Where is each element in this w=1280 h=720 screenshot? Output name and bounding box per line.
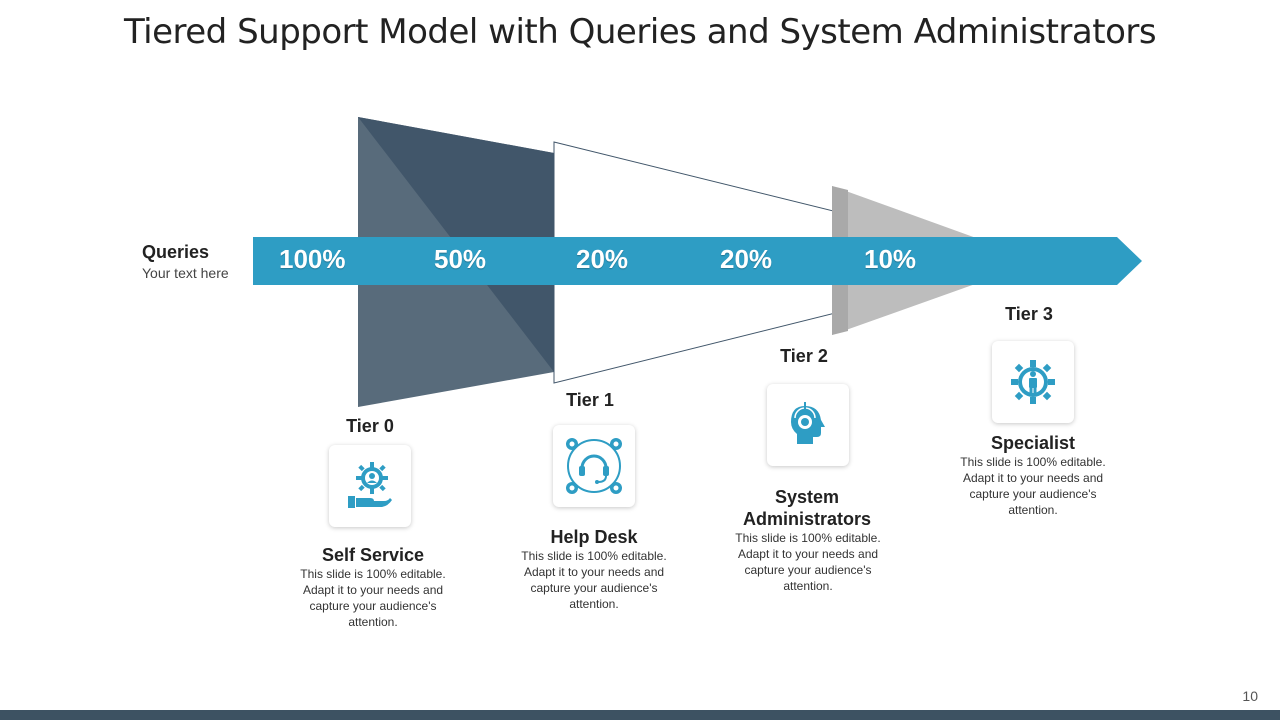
- queries-label: Queries: [142, 242, 210, 262]
- tier3-title: Specialist: [990, 433, 1076, 453]
- tier1-title: Help Desk: [550, 527, 638, 547]
- percentage-100: 100%: [279, 244, 346, 274]
- self-service-icon: [348, 462, 392, 508]
- tier2-label: Tier 2: [780, 346, 828, 366]
- help-desk-icon: [566, 438, 622, 494]
- tier1-description: This slide is 100% editable. Adapt it to…: [521, 549, 667, 611]
- tier1-label: Tier 1: [566, 390, 614, 410]
- tier2-description: This slide is 100% editable. Adapt it to…: [735, 531, 881, 593]
- tier0-label: Tier 0: [346, 416, 394, 436]
- queries-arrow: [253, 237, 1142, 285]
- tier3-icon-box: [992, 341, 1074, 423]
- queries-subtext: Your text here: [142, 265, 229, 281]
- tier1-icon-box: [553, 425, 635, 507]
- tier2-title: System Administrators: [742, 487, 872, 529]
- system-admin-icon: [791, 402, 825, 444]
- tier0-title: Self Service: [321, 545, 425, 565]
- tier3-description: This slide is 100% editable. Adapt it to…: [960, 455, 1106, 517]
- percentage-10: 10%: [864, 244, 917, 274]
- slide-title: Tiered Support Model with Queries and Sy…: [123, 12, 1157, 52]
- footer-bar: [0, 710, 1280, 720]
- percentage-50: 50%: [434, 244, 487, 274]
- percentage-20a: 20%: [576, 244, 629, 274]
- page-number: 10: [1242, 688, 1258, 704]
- tier2-icon-box: [767, 384, 849, 466]
- percentage-20b: 20%: [720, 244, 773, 274]
- specialist-icon: [1011, 360, 1055, 404]
- tier0-icon-box: [329, 445, 411, 527]
- tier3-label: Tier 3: [1005, 304, 1053, 324]
- tier0-description: This slide is 100% editable. Adapt it to…: [300, 567, 446, 629]
